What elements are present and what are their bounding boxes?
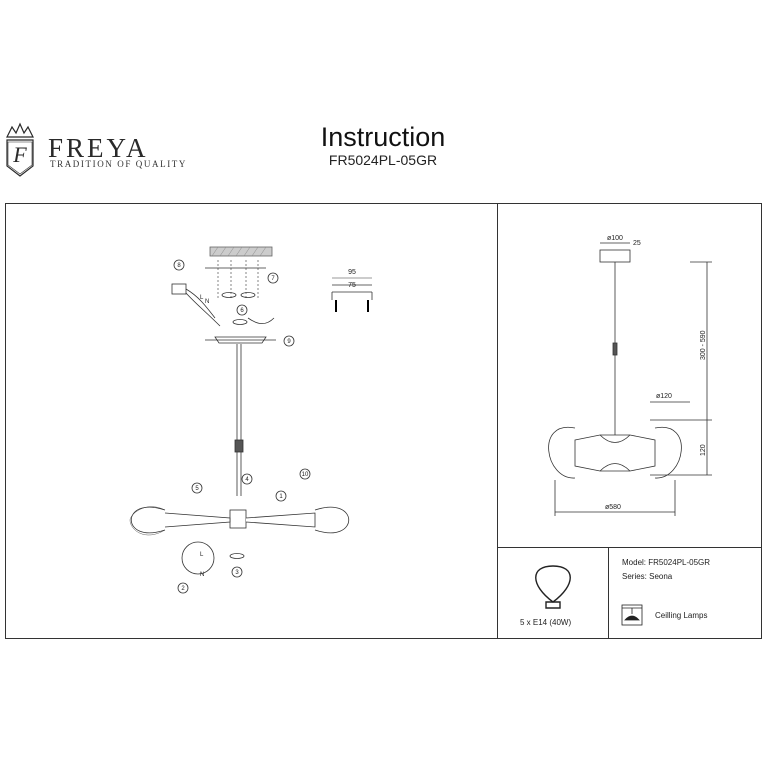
step-2-label: 2	[181, 586, 185, 592]
wire-label-n: N	[205, 299, 209, 305]
category-spec: Ceilling Lamps	[655, 611, 708, 620]
assembly-diagram	[129, 246, 373, 594]
step-10-label: 10	[302, 472, 309, 478]
wire-label-l-detail: L	[200, 552, 204, 558]
canopy-diameter-label: ø100	[607, 235, 623, 242]
brand-tagline: TRADITION OF QUALITY	[50, 159, 187, 169]
drop-range-label: 300 - 590	[700, 330, 707, 360]
step-3-label: 3	[235, 570, 239, 576]
panel-divider	[497, 203, 498, 639]
total-width-label: ø580	[605, 504, 621, 511]
bracket-dim-95: 95	[348, 269, 356, 276]
bracket-dimensions: 95 75	[348, 269, 356, 289]
series-spec: Series: Seona	[622, 572, 673, 581]
step-numbers: 8 7 6 9 10 4 5 1 3 2	[177, 263, 309, 592]
wire-labels: L N L N	[200, 295, 209, 578]
dimension-labels: ø100 25 300 - 590 ø120 120 ø580	[605, 235, 707, 511]
spec-divider	[497, 547, 762, 548]
step-4-label: 4	[245, 477, 249, 483]
wire-label-n-detail: N	[200, 572, 204, 578]
ceiling-lamp-icon	[621, 604, 643, 626]
dimension-diagram	[548, 242, 712, 516]
bulb-spec: 5 x E14 (40W)	[520, 618, 572, 627]
page-title: Instruction	[320, 122, 446, 152]
step-1-label: 1	[279, 494, 283, 500]
content-frame	[5, 203, 762, 639]
step-7-label: 7	[271, 276, 275, 282]
model-spec: Model: FR5024PL-05GR	[622, 558, 711, 567]
spec-column-divider	[608, 547, 609, 639]
step-6-label: 6	[240, 308, 244, 314]
body-height-label: 120	[700, 444, 707, 456]
step-5-label: 5	[195, 486, 199, 492]
canopy-height-label: 25	[633, 240, 641, 247]
wire-label-l: L	[200, 295, 204, 301]
step-8-label: 8	[177, 263, 181, 269]
brand-name: FREYA	[48, 133, 149, 163]
brand-logo	[6, 122, 34, 177]
step-9-label: 9	[287, 339, 291, 345]
body-diameter-label: ø120	[656, 393, 672, 400]
brand-monogram: F	[13, 142, 27, 167]
bracket-dim-75: 75	[348, 282, 356, 289]
bulb-icon	[535, 565, 571, 609]
model-code: FR5024PL-05GR	[328, 152, 438, 168]
